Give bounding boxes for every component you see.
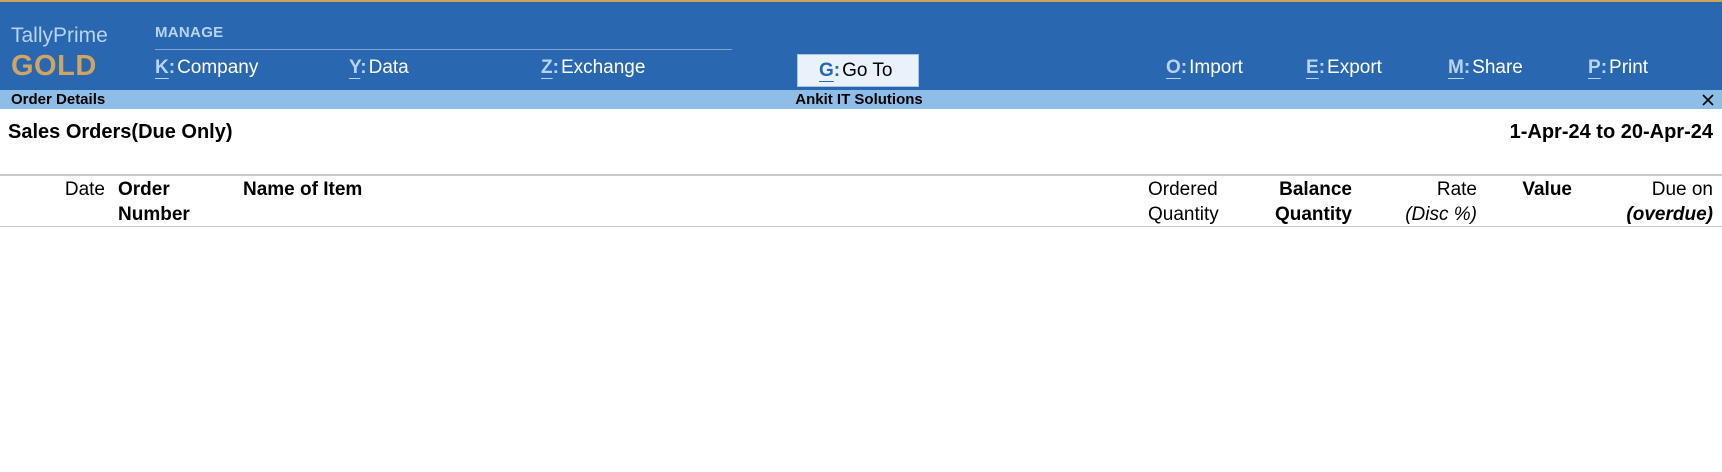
menu-print-label: Print — [1609, 57, 1649, 78]
menu-company-shortcut: K — [155, 57, 169, 78]
menu-export[interactable]: E:Export — [1306, 57, 1382, 78]
menu-import-shortcut: O — [1166, 57, 1181, 78]
report-title: Sales Orders(Due Only) — [8, 121, 233, 143]
menu-print-shortcut: P — [1588, 57, 1601, 78]
manage-divider — [155, 49, 732, 50]
column-header-ordered-quantity: Ordered Quantity — [1148, 179, 1219, 225]
menu-company-label: Company — [177, 57, 259, 78]
top-menubar: TallyPrime GOLD MANAGE K:Company Y:Data … — [0, 2, 1722, 90]
menu-exchange-shortcut: Z — [541, 57, 553, 78]
menu-export-label: Export — [1327, 57, 1382, 78]
column-header-top-rule — [0, 174, 1722, 176]
column-header-order-number: Order Number — [118, 179, 190, 225]
report-period[interactable]: 1-Apr-24 to 20-Apr-24 — [1509, 121, 1713, 143]
column-header-balance-quantity: Balance Quantity — [1274, 179, 1352, 225]
goto-shortcut: G — [819, 60, 834, 81]
menu-company[interactable]: K:Company — [155, 57, 259, 78]
goto-label: Go To — [842, 60, 893, 81]
menu-exchange-label: Exchange — [560, 57, 646, 78]
menu-exchange[interactable]: Z:Exchange — [541, 57, 646, 78]
column-header-date: Date — [64, 179, 105, 200]
menu-share-shortcut: M — [1448, 57, 1464, 78]
brand-edition: GOLD — [11, 50, 97, 82]
column-header-value: Value — [1522, 179, 1572, 200]
column-header-due-on: Due on (overdue) — [1626, 179, 1713, 225]
menu-data-shortcut: Y — [349, 57, 361, 78]
column-header-name-of-item: Name of Item — [243, 179, 363, 200]
report-header: Sales Orders(Due Only) 1-Apr-24 to 20-Ap… — [0, 109, 1722, 175]
manage-section-label: MANAGE — [155, 24, 224, 41]
menu-data-label: Data — [368, 57, 409, 78]
column-header-rate: Rate (Disc %) — [1405, 179, 1477, 225]
company-name: Ankit IT Solutions — [795, 91, 923, 108]
brand-name: TallyPrime — [11, 24, 108, 47]
goto-button[interactable]: G:Go To — [797, 54, 919, 87]
menu-import[interactable]: O:Import — [1166, 57, 1243, 78]
screen-titlebar: Order Details Ankit IT Solutions — [0, 90, 1722, 109]
menu-export-shortcut: E — [1306, 57, 1319, 78]
menu-share-label: Share — [1472, 57, 1523, 78]
screen-title: Order Details — [11, 91, 106, 108]
menu-import-label: Import — [1189, 57, 1243, 78]
column-header-bottom-rule — [0, 226, 1722, 227]
top-accent-strip — [0, 0, 1722, 2]
menu-data[interactable]: Y:Data — [349, 57, 409, 78]
menu-print[interactable]: P:Print — [1588, 57, 1649, 78]
close-icon[interactable] — [1700, 92, 1716, 108]
menu-share[interactable]: M:Share — [1448, 57, 1523, 78]
